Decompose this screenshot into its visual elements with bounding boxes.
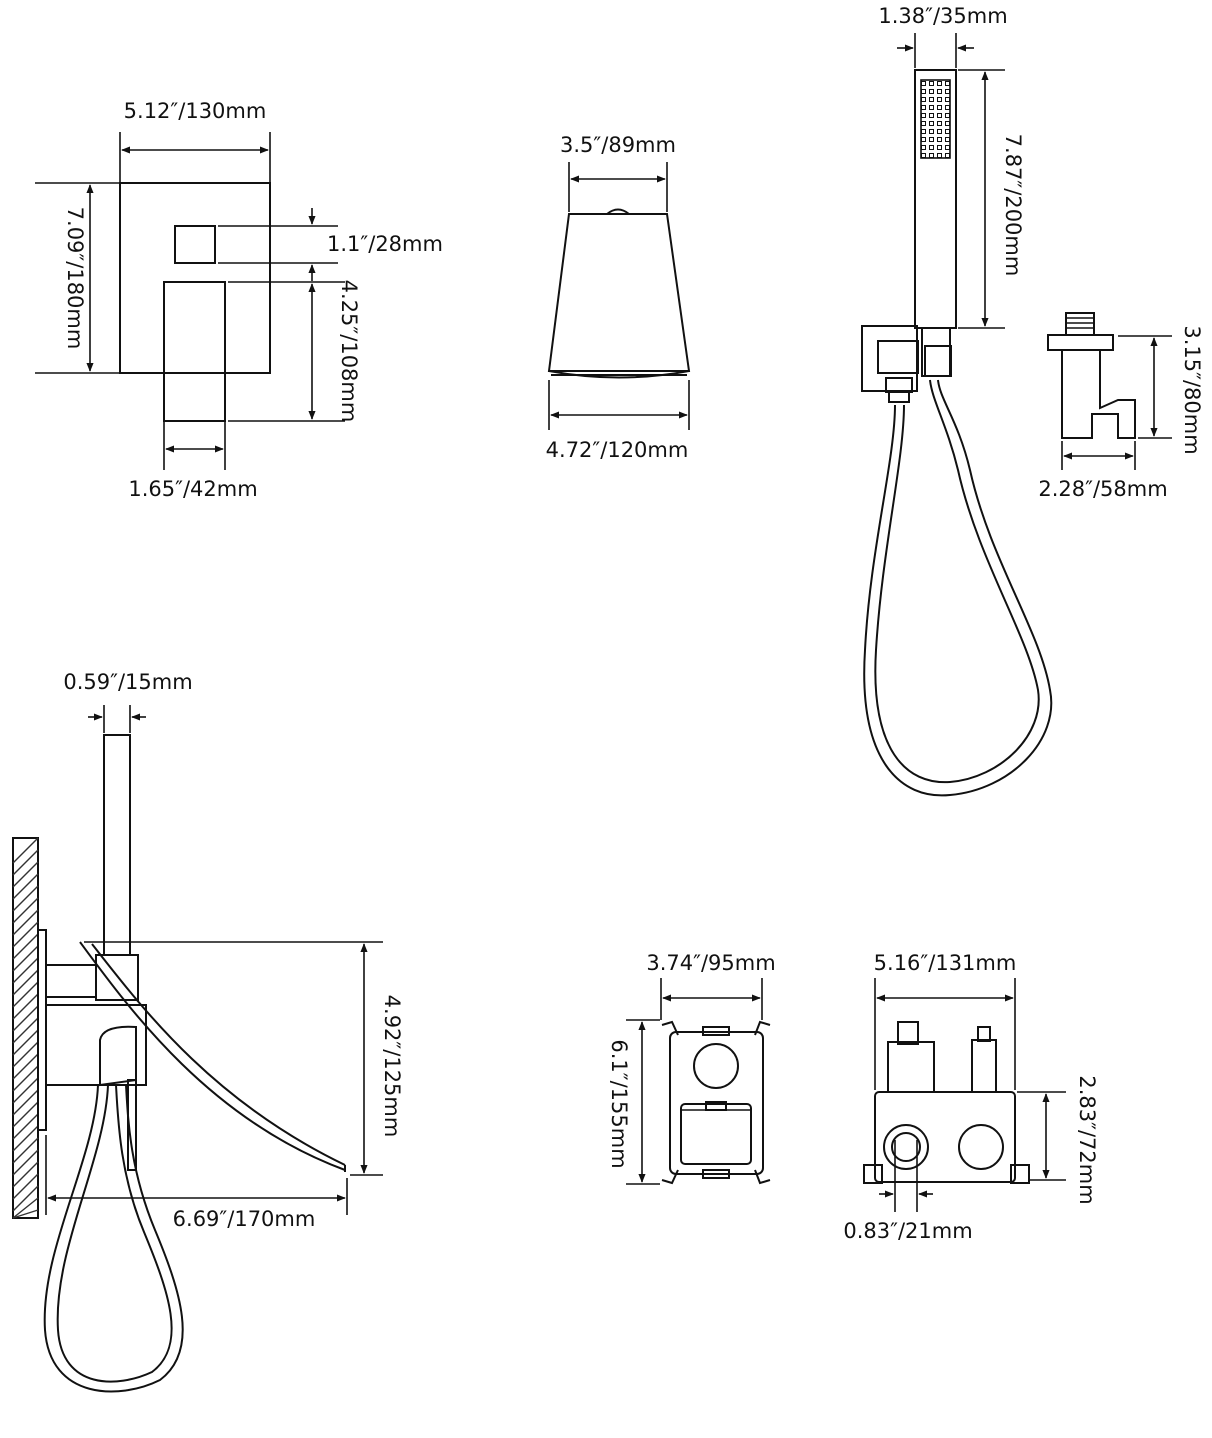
rod-width-label: 0.59″/15mm xyxy=(63,670,192,694)
valve-inlet xyxy=(883,1124,929,1170)
plate-width-label: 5.12″/130mm xyxy=(124,99,267,123)
side-view-drawing: 0.59″/15mm 4.92″/125mm 6.69″/170mm xyxy=(12,670,404,1393)
handle-height-label: 4.25″/108mm xyxy=(337,280,361,423)
trim-plate-drawing: 5.12″/130mm 7.09″/180mm 1.1″/28mm 4.25″/… xyxy=(35,99,443,501)
spout-bottom-label: 4.72″/120mm xyxy=(546,438,689,462)
hose xyxy=(863,379,1053,797)
hand-shower-drawing: 1.38″/35mm 7.87″/200mm xyxy=(861,4,1053,797)
spout-drawing: 3.5″/89mm 4.72″/120mm xyxy=(546,133,691,462)
valve-front-height-label: 6.1″/155mm xyxy=(607,1039,631,1168)
handle-width-label: 1.65″/42mm xyxy=(128,477,257,501)
valve-box-side xyxy=(874,1091,1016,1183)
holder-body xyxy=(1061,349,1136,439)
side-spout xyxy=(79,941,346,1171)
holder-drawing: 3.15″/80mm 2.28″/58mm xyxy=(1038,312,1204,501)
spout-body xyxy=(547,213,691,372)
trim-plate xyxy=(119,182,271,374)
valve-front-drawing: 3.74″/95mm 6.1″/155mm xyxy=(607,951,776,1185)
holder-width-label: 2.28″/58mm xyxy=(1038,477,1167,501)
valve-front-width-label: 3.74″/95mm xyxy=(646,951,775,975)
valve-side-width-label: 5.16″/131mm xyxy=(874,951,1017,975)
valve-side-drawing: 5.16″/131mm 2.83″/72mm 0.83″/21mm xyxy=(843,951,1099,1243)
rod xyxy=(103,734,131,956)
holder-flange xyxy=(1047,334,1114,351)
hand-shower-length-label: 7.87″/200mm xyxy=(1001,134,1025,277)
valve-side-height-label: 2.83″/72mm xyxy=(1075,1075,1099,1204)
valve-port-label: 0.83″/21mm xyxy=(843,1219,972,1243)
hand-shower-width-label: 1.38″/35mm xyxy=(878,4,1007,28)
valve-box-front xyxy=(669,1031,764,1175)
plate-height-label: 7.09″/180mm xyxy=(63,207,87,350)
side-height-label: 4.92″/125mm xyxy=(380,995,404,1138)
spray-face xyxy=(920,79,951,159)
button-height-label: 1.1″/28mm xyxy=(327,232,443,256)
spout-top-label: 3.5″/89mm xyxy=(560,133,676,157)
side-depth-label: 6.69″/170mm xyxy=(173,1207,316,1231)
valve-port-circle xyxy=(693,1043,739,1089)
lever-handle xyxy=(163,281,226,422)
diverter-button xyxy=(174,225,216,264)
holder-height-label: 3.15″/80mm xyxy=(1180,325,1204,454)
